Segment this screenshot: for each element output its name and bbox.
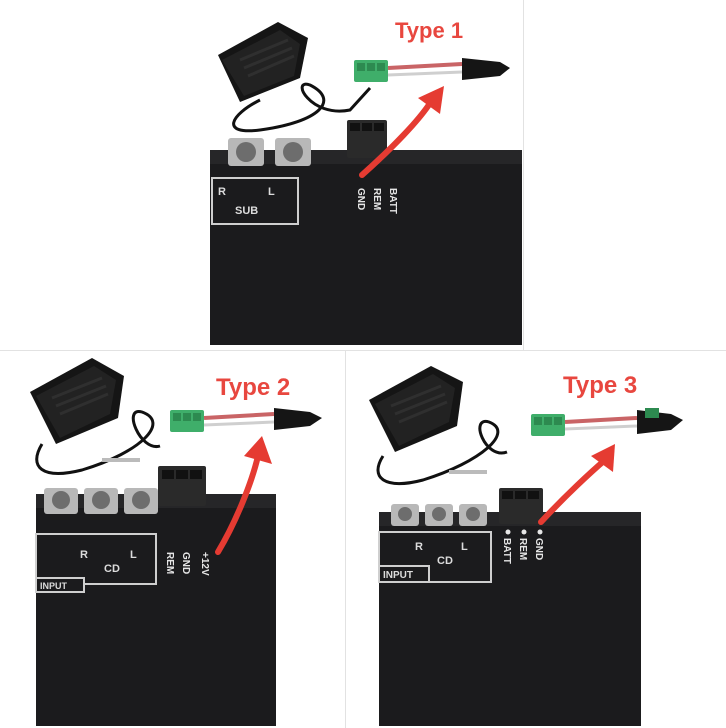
rca-jacks (391, 504, 487, 526)
pin-gnd: GND (180, 552, 191, 574)
arrow-icon (359, 86, 444, 178)
channel-r-label: R (80, 549, 88, 561)
pin-gnd: GND (533, 538, 544, 560)
power-adapter-icon (218, 22, 308, 102)
channel-l-label: L (461, 541, 468, 553)
arrow-icon (215, 436, 272, 555)
pin-rem: REM (517, 538, 528, 560)
type-3-title: Type 3 (563, 372, 638, 399)
channel-r-label: R (415, 541, 423, 553)
dc-connector-icon (170, 408, 322, 432)
type-2-title: Type 2 (216, 374, 291, 401)
cd-frame (378, 531, 492, 583)
amplifier-body (379, 512, 641, 726)
channel-r-label: R (218, 186, 226, 198)
bottom-divider (345, 351, 346, 728)
type-2-photo: R L CD INPUT REM GND +12V (30, 358, 322, 726)
rca-jacks (44, 488, 158, 514)
power-adapter-icon (30, 358, 124, 444)
pin-rem: REM (164, 552, 175, 574)
dc-connector-icon (354, 58, 510, 82)
cd-label: CD (104, 563, 120, 575)
type-3-panel: R L CD INPUT BATT REM GND (365, 352, 705, 726)
input-label: INPUT (40, 581, 68, 591)
type-1-panel: R L SUB GND REM BATT (200, 0, 522, 345)
power-adapter-icon (369, 366, 463, 452)
cd-label: CD (437, 555, 453, 567)
type-3-photo: R L CD INPUT BATT REM GND (369, 366, 683, 726)
dc-connector-icon (531, 408, 683, 436)
input-label: INPUT (383, 570, 413, 581)
amplifier-body (210, 150, 522, 345)
rca-jacks (228, 138, 311, 166)
pin-batt: BATT (501, 538, 512, 564)
amplifier-body (36, 494, 276, 726)
arrow-icon (538, 444, 615, 525)
top-right-divider (523, 0, 524, 350)
cd-frame (35, 533, 157, 585)
middle-divider (0, 350, 726, 351)
pin-batt: BATT (387, 188, 398, 214)
type-1-title: Type 1 (395, 18, 464, 43)
sub-label: SUB (235, 205, 258, 217)
type-1-photo: R L SUB GND REM BATT (210, 22, 522, 345)
pin-rem: REM (371, 188, 382, 210)
pin-gnd: GND (355, 188, 366, 210)
channel-l-label: L (268, 186, 275, 198)
pin-12v: +12V (199, 552, 210, 576)
channel-l-label: L (130, 549, 137, 561)
type-2-panel: R L CD INPUT REM GND +12V (22, 352, 342, 726)
sub-frame (211, 177, 299, 225)
